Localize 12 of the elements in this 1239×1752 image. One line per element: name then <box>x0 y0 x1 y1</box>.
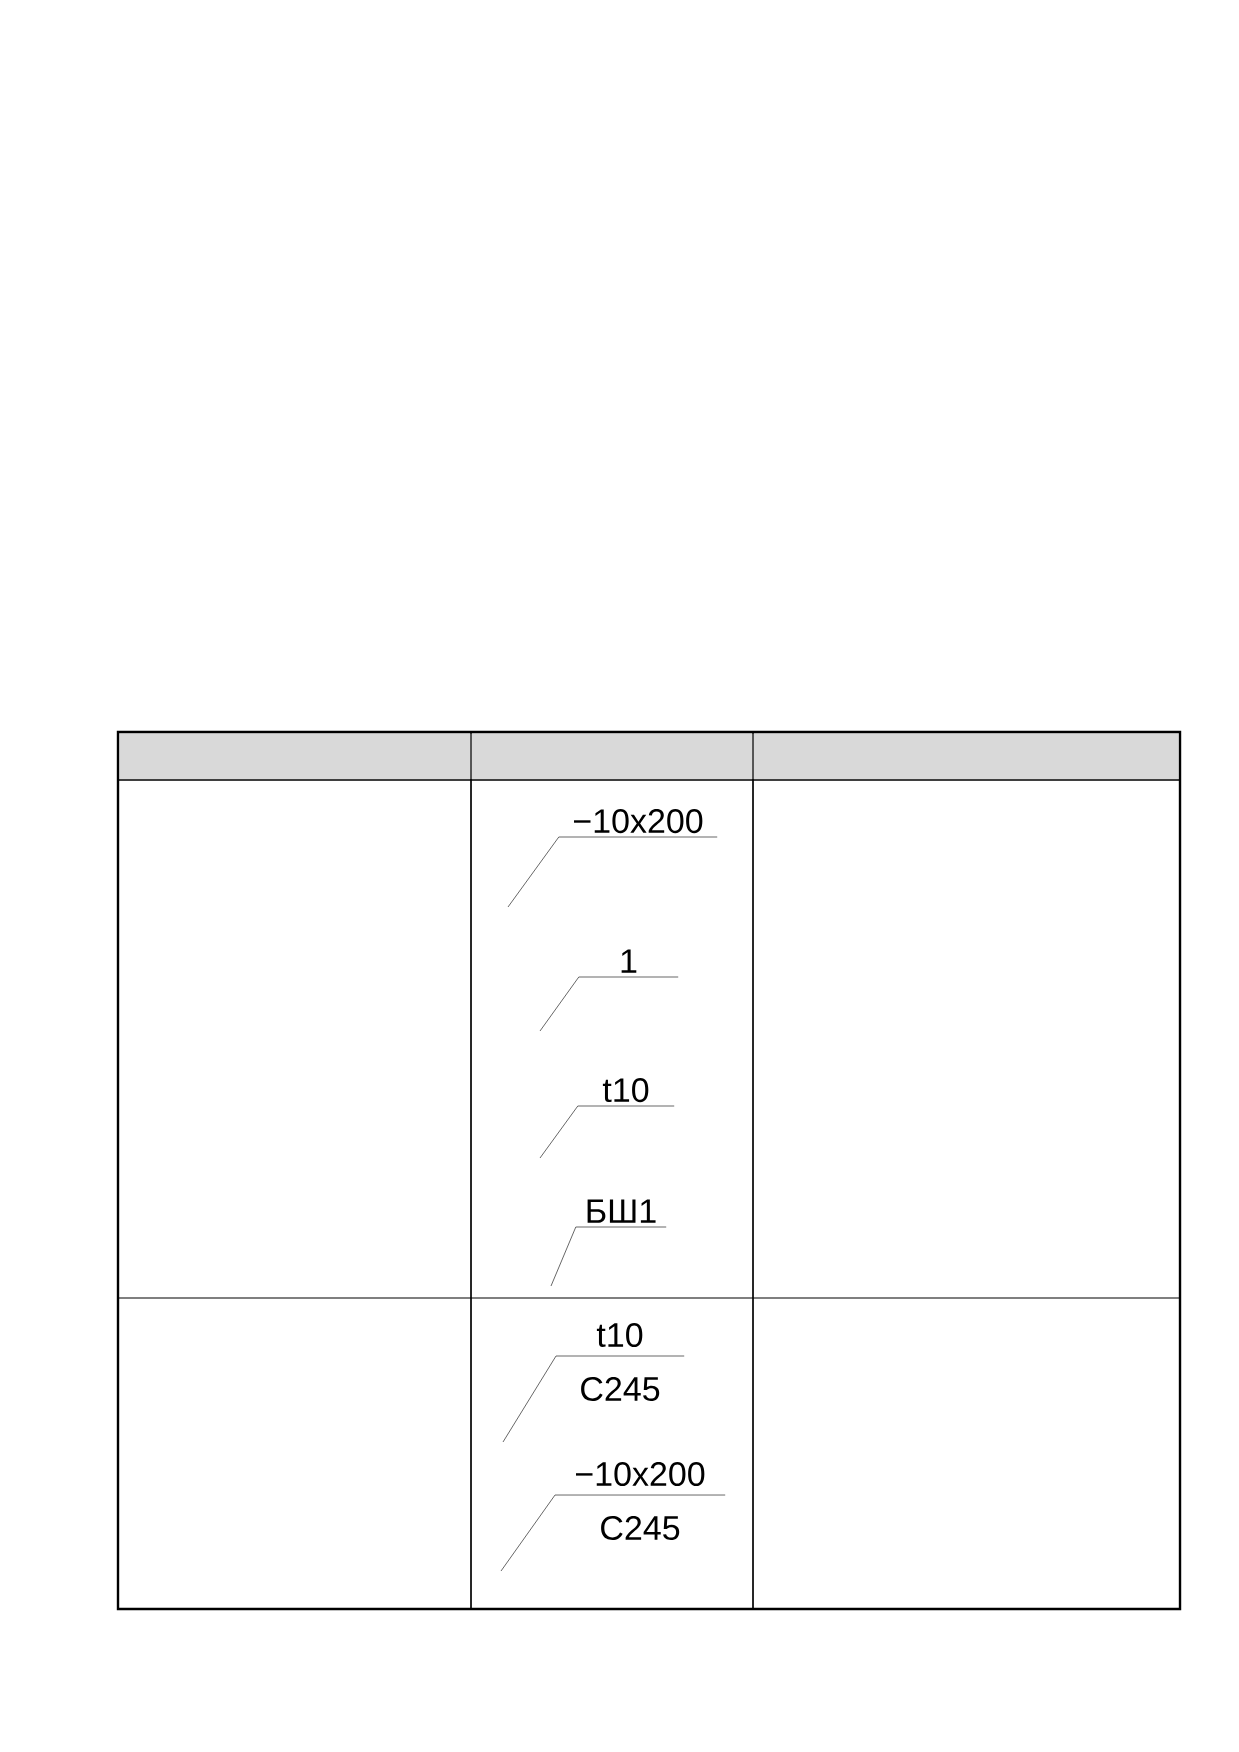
leader-line <box>539 1105 675 1159</box>
leader-line <box>539 976 679 1032</box>
leader-line <box>507 836 718 908</box>
callout-label: t10 С245 <box>581 1323 660 1402</box>
callout-label: −10x200 <box>574 809 703 834</box>
callout-label: БШ1 <box>587 1199 656 1223</box>
leader-line <box>500 1494 726 1572</box>
callout-label: −10x200 С245 <box>576 1462 705 1541</box>
callout-label: t10 <box>602 1078 649 1103</box>
leader-line <box>502 1355 685 1443</box>
leader-line <box>550 1226 667 1287</box>
callout-label: 1 <box>621 949 637 973</box>
